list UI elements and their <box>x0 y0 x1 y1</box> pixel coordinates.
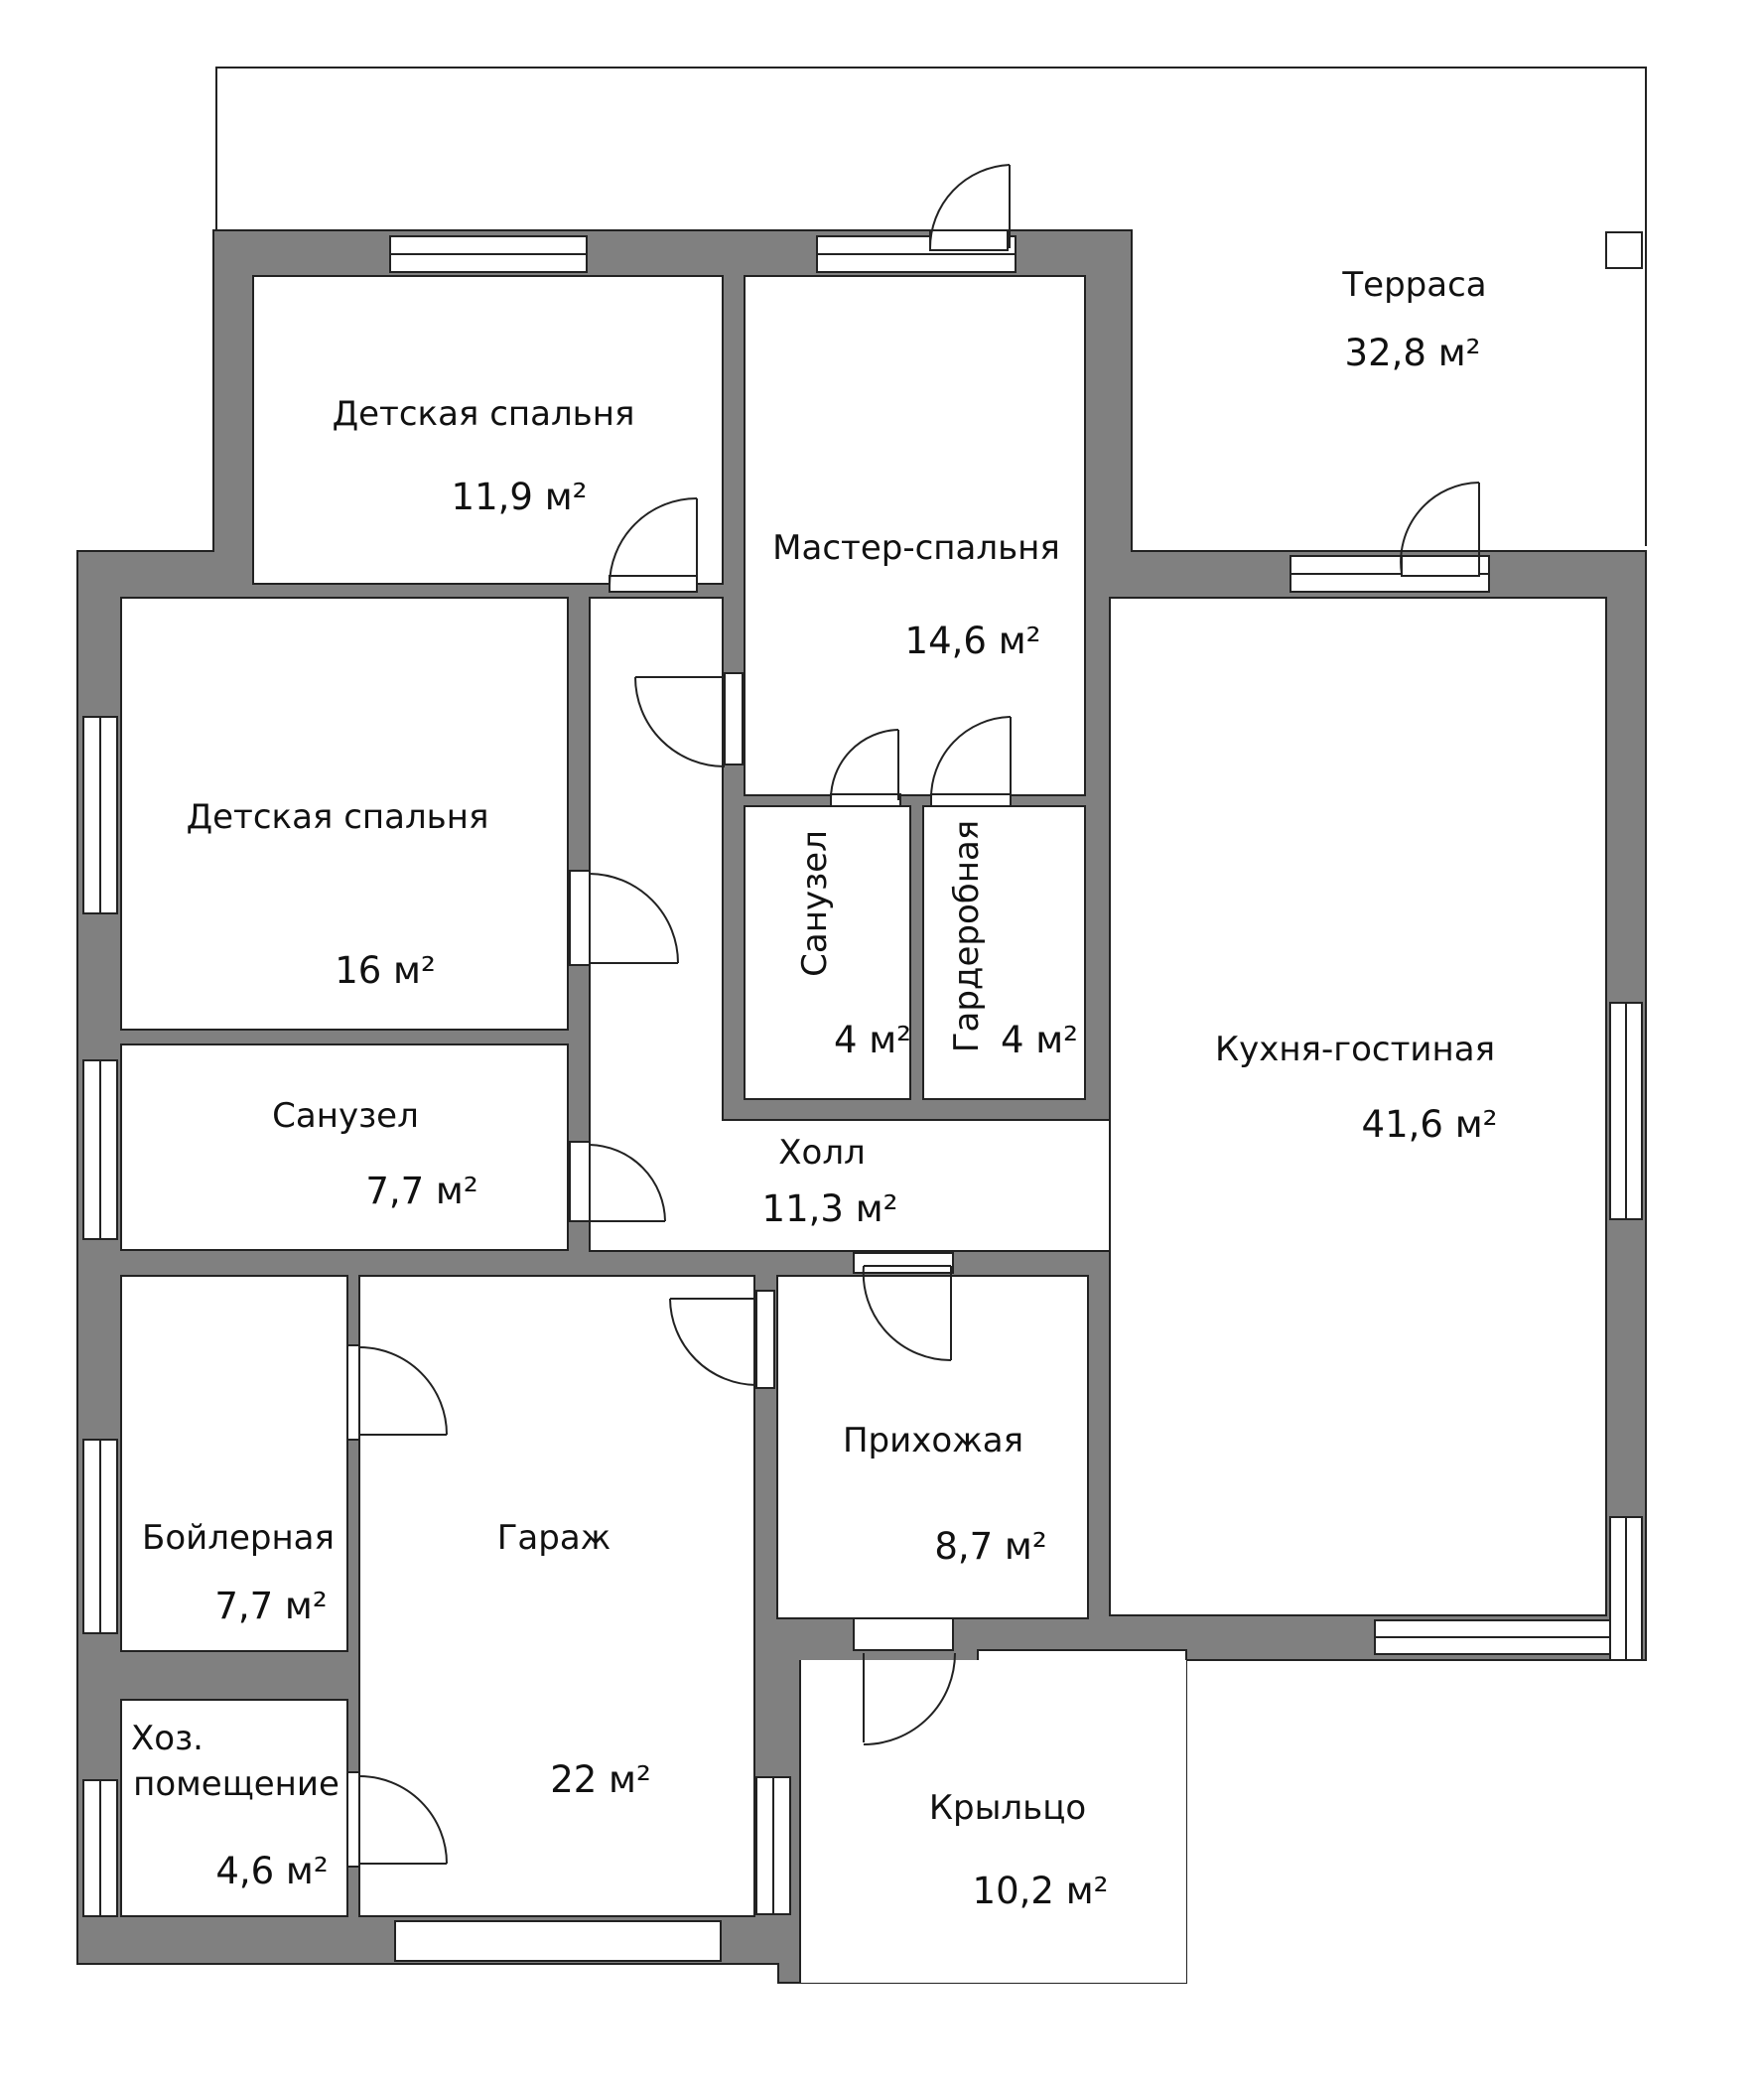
rooms <box>120 275 1607 1917</box>
room-kids1 <box>252 275 724 585</box>
room-hall <box>589 597 1111 1252</box>
room-bath <box>120 1043 569 1251</box>
door <box>853 1252 954 1362</box>
kids2-area: 16 м² <box>335 949 436 992</box>
entry-area: 8,7 м² <box>934 1525 1046 1568</box>
door <box>634 672 744 767</box>
bath-small-name: Санузел <box>795 830 835 977</box>
window <box>1609 1002 1643 1220</box>
window <box>1374 1619 1611 1655</box>
window <box>82 1779 118 1917</box>
wardrobe-area: 4 м² <box>1001 1019 1078 1061</box>
garage-gate <box>394 1920 722 1962</box>
window <box>82 716 118 914</box>
bath-area: 7,7 м² <box>365 1170 477 1212</box>
garage-name: Гараж <box>497 1518 611 1558</box>
wardrobe-name: Гардеробная <box>947 820 987 1052</box>
door <box>928 164 1011 251</box>
window <box>816 235 1017 273</box>
utility-name-line1: Хоз. <box>131 1719 204 1758</box>
boiler-area: 7,7 м² <box>214 1585 327 1627</box>
door <box>569 1141 666 1222</box>
kids2-name: Детская спальня <box>187 797 489 837</box>
room-garage <box>358 1275 755 1917</box>
room-kitchen <box>1109 597 1607 1616</box>
door <box>929 716 1012 807</box>
porch-name: Крыльцо <box>929 1788 1086 1828</box>
window <box>755 1776 791 1915</box>
entry-name: Прихожая <box>843 1421 1023 1460</box>
kitchen-name: Кухня-гостиная <box>1215 1030 1495 1069</box>
utility-area: 4,6 м² <box>215 1850 328 1892</box>
boiler-name: Бойлерная <box>142 1518 335 1558</box>
bath-small-area: 4 м² <box>834 1019 911 1061</box>
door <box>669 1290 775 1389</box>
room-master <box>744 275 1086 796</box>
labels: Терраса 32,8 м² Детская спальня 11,9 м² … <box>131 265 1497 1912</box>
door <box>346 1771 448 1868</box>
door <box>1400 482 1480 577</box>
doors <box>346 164 1480 1868</box>
terrace-name: Терраса <box>1341 265 1486 305</box>
window <box>82 1059 118 1240</box>
room-boiler <box>120 1275 348 1652</box>
master-name: Мастер-спальня <box>772 528 1060 568</box>
room-entry <box>776 1275 1089 1619</box>
hall-area: 11,3 м² <box>762 1187 898 1230</box>
terrace-outline <box>215 67 1647 546</box>
room-kids2 <box>120 597 569 1031</box>
room-bath-small <box>744 805 911 1100</box>
window <box>1609 1516 1643 1661</box>
kids1-name: Детская спальня <box>333 394 635 434</box>
window <box>389 235 588 273</box>
terrace-area: 32,8 м² <box>1345 332 1481 374</box>
door <box>346 1344 448 1441</box>
door <box>609 497 698 593</box>
windows <box>82 235 1643 1962</box>
room-utility <box>120 1699 348 1917</box>
utility-name-line2: помещение <box>133 1764 339 1804</box>
hall-name: Холл <box>778 1133 866 1173</box>
garage-area: 22 м² <box>550 1758 651 1801</box>
door <box>569 870 679 966</box>
master-area: 14,6 м² <box>905 620 1041 662</box>
porch-area: 10,2 м² <box>973 1870 1109 1912</box>
door <box>853 1617 956 1745</box>
kids1-area: 11,9 м² <box>452 476 588 518</box>
door <box>829 729 901 807</box>
bath-name: Санузел <box>272 1096 419 1136</box>
kitchen-area: 41,6 м² <box>1362 1103 1498 1146</box>
window <box>82 1439 118 1634</box>
